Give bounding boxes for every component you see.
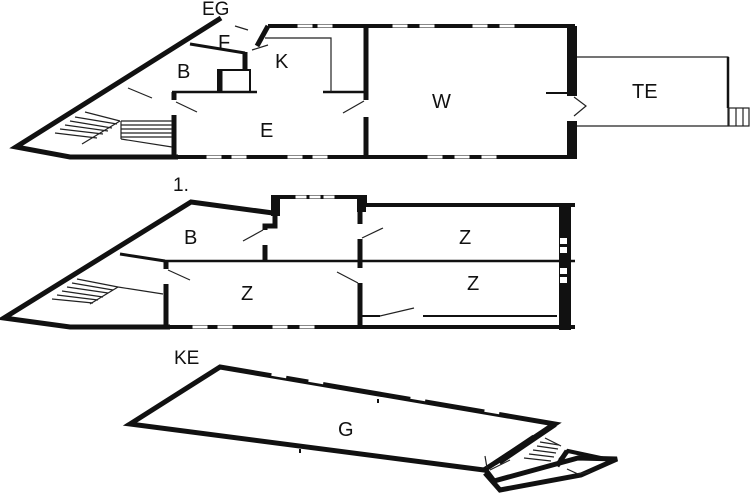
ground-floor-plan: EG F K B E W TE bbox=[9, 0, 750, 160]
upper-floor-plan: 1. B Z Z Z bbox=[0, 175, 575, 330]
staircase bbox=[54, 111, 173, 148]
room-label-z: Z bbox=[467, 273, 479, 295]
window bbox=[192, 325, 208, 329]
staircase bbox=[523, 437, 562, 462]
window bbox=[206, 155, 222, 159]
window bbox=[427, 155, 443, 159]
room-label-k: K bbox=[275, 51, 289, 73]
door-swing bbox=[251, 44, 269, 51]
floor-label-ke: KE bbox=[174, 348, 199, 369]
window bbox=[271, 372, 287, 379]
door-swing bbox=[484, 455, 488, 469]
room-label-f: F bbox=[218, 32, 230, 54]
room-label-w: W bbox=[432, 91, 451, 113]
chimney bbox=[217, 69, 251, 93]
door-swing bbox=[167, 269, 191, 281]
wall bbox=[483, 455, 619, 493]
window bbox=[560, 277, 567, 283]
staircase bbox=[51, 278, 164, 305]
window bbox=[231, 155, 247, 159]
outer-wall bbox=[9, 15, 223, 160]
door-swing bbox=[573, 96, 587, 117]
door-swing bbox=[242, 229, 264, 242]
door-swing bbox=[127, 87, 153, 99]
room-label-te: TE bbox=[632, 81, 658, 103]
outer-wall bbox=[0, 199, 274, 330]
wall bbox=[119, 252, 166, 263]
window bbox=[295, 195, 307, 199]
window bbox=[419, 24, 435, 28]
window bbox=[299, 325, 315, 329]
window bbox=[312, 155, 328, 159]
floor-label-eg: EG bbox=[202, 0, 229, 20]
window bbox=[410, 395, 426, 402]
window bbox=[309, 195, 321, 199]
wall bbox=[554, 449, 570, 468]
room-label-z: Z bbox=[459, 227, 471, 249]
window bbox=[454, 155, 470, 159]
basement-plan: KE G bbox=[122, 348, 619, 493]
door-swing bbox=[489, 459, 511, 471]
kitchen-counter bbox=[265, 37, 332, 92]
room-label-z: Z bbox=[241, 283, 253, 305]
door-swing bbox=[342, 100, 365, 114]
door-swing bbox=[566, 468, 591, 475]
window bbox=[560, 238, 567, 244]
window bbox=[484, 408, 500, 415]
door-swing bbox=[379, 307, 415, 317]
window bbox=[272, 325, 288, 329]
room-label-g: G bbox=[338, 419, 354, 441]
wall-block bbox=[271, 196, 280, 216]
wall bbox=[497, 421, 557, 465]
door-swing bbox=[336, 271, 359, 284]
window bbox=[317, 24, 333, 28]
window bbox=[560, 268, 567, 274]
terrace-steps bbox=[728, 107, 750, 127]
door-swing bbox=[234, 25, 249, 31]
window bbox=[499, 24, 515, 28]
window bbox=[287, 155, 303, 159]
wall bbox=[262, 215, 278, 230]
window bbox=[472, 24, 488, 28]
wall bbox=[271, 195, 575, 215]
room-label-b: B bbox=[177, 61, 190, 83]
window bbox=[392, 24, 408, 28]
floor-label-1: 1. bbox=[173, 175, 189, 196]
window bbox=[217, 325, 233, 329]
window bbox=[308, 378, 324, 385]
wall-block bbox=[357, 196, 366, 212]
window bbox=[481, 155, 497, 159]
wall bbox=[254, 24, 271, 48]
room-label-e: E bbox=[260, 120, 273, 142]
room-label-b: B bbox=[184, 227, 197, 249]
window bbox=[297, 24, 313, 28]
door-swing bbox=[175, 101, 198, 113]
window bbox=[323, 195, 335, 199]
door-swing bbox=[361, 227, 384, 239]
wall bbox=[189, 42, 246, 55]
window bbox=[560, 247, 567, 253]
